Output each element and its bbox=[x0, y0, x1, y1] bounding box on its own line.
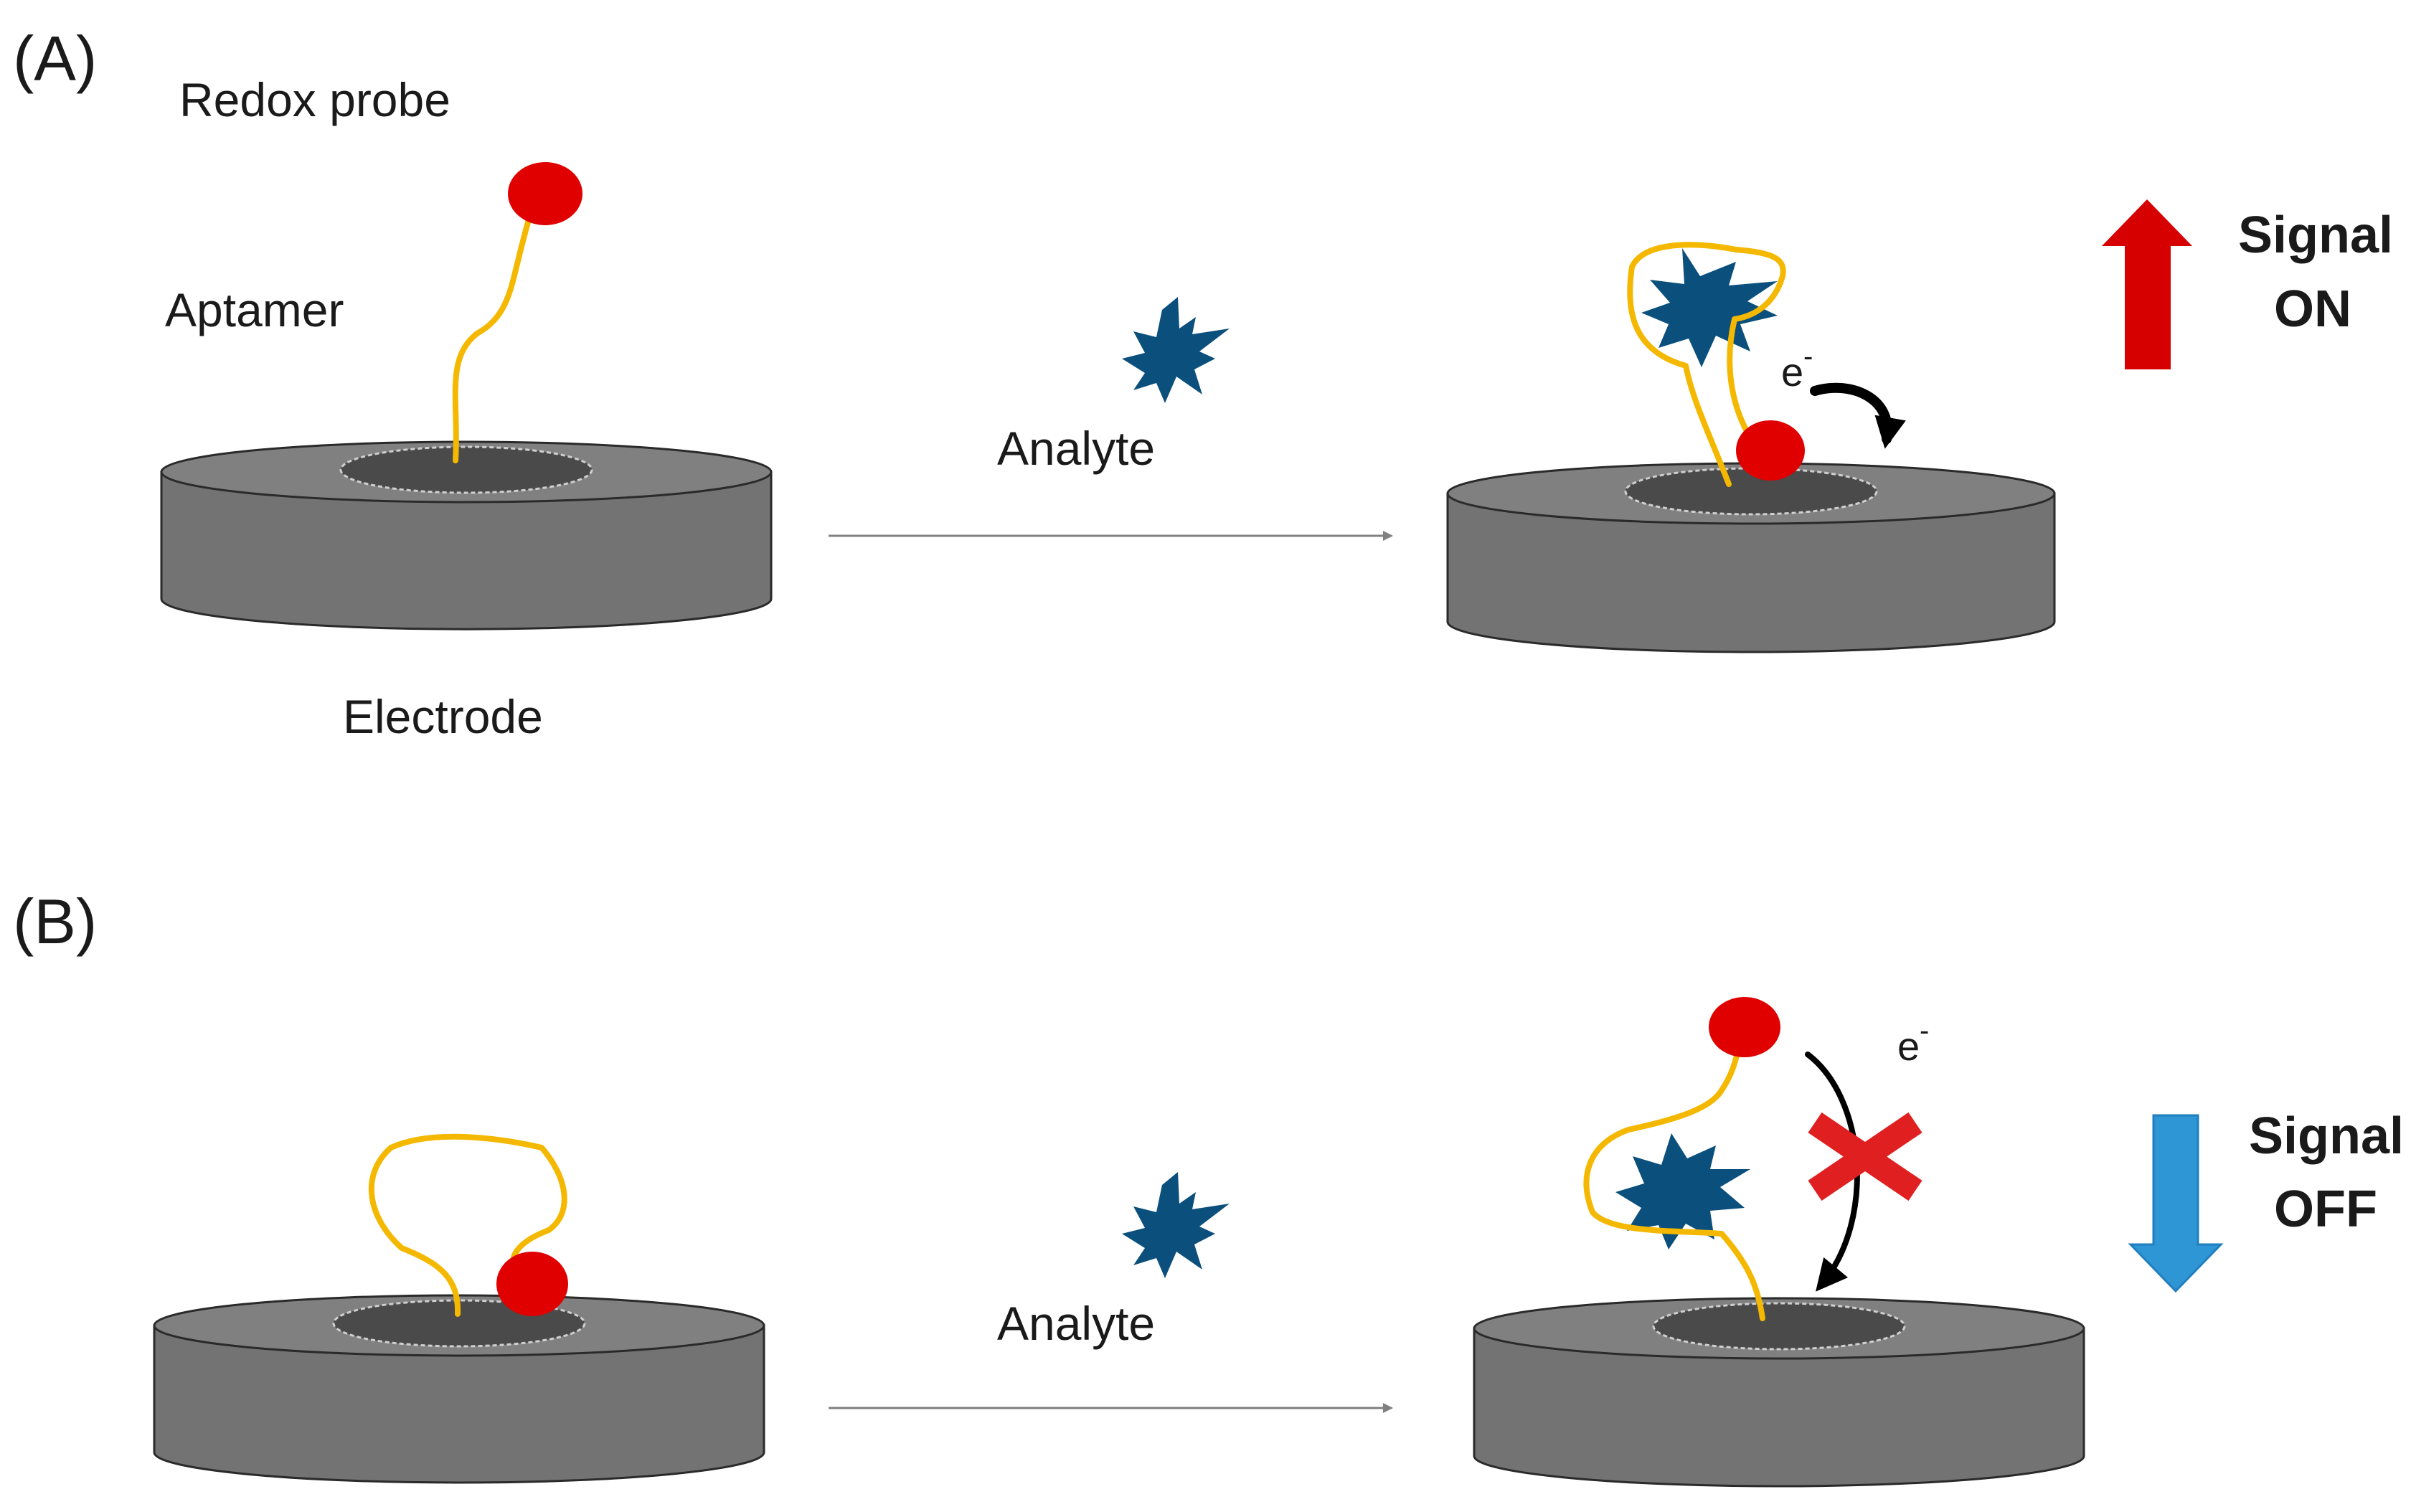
electrode-icon bbox=[153, 1294, 765, 1484]
redox-probe-icon bbox=[1736, 420, 1805, 481]
analyte-star-icon bbox=[1122, 1172, 1230, 1278]
signal-on-line2: ON bbox=[2274, 280, 2351, 338]
redox-probe-label: Redox probe bbox=[179, 73, 450, 126]
electrode-icon bbox=[1473, 1297, 2085, 1488]
panel-b-label: (B) bbox=[13, 886, 97, 957]
aptamer-label: Aptamer bbox=[165, 283, 344, 336]
electron-superscript: - bbox=[1803, 341, 1813, 372]
signal-off-line2: OFF bbox=[2274, 1181, 2377, 1238]
analyte-star-icon bbox=[1615, 1133, 1750, 1249]
electron-label: e bbox=[1897, 1024, 1920, 1069]
analyte-label: Analyte bbox=[997, 422, 1155, 475]
electrode-icon bbox=[160, 440, 773, 630]
analyte-star-icon bbox=[1641, 248, 1778, 367]
electron-transfer-arrow-icon bbox=[1810, 382, 1906, 449]
electrode-icon bbox=[1446, 462, 2056, 653]
redox-probe-icon bbox=[508, 162, 582, 225]
aptamer-icon bbox=[1627, 242, 1786, 487]
redox-probe-icon bbox=[496, 1252, 568, 1316]
electron-label: e bbox=[1781, 349, 1803, 394]
blocked-x-icon bbox=[1808, 1112, 1922, 1201]
analyte-star-icon bbox=[1122, 297, 1230, 403]
aptamer-icon bbox=[368, 1133, 567, 1317]
electron-superscript: - bbox=[1920, 1015, 1929, 1046]
signal-up-arrow-icon bbox=[2102, 199, 2192, 369]
aptamer-icon bbox=[1583, 1030, 1765, 1321]
electrode-label: Electrode bbox=[343, 690, 543, 743]
panel-a-label: (A) bbox=[13, 23, 97, 94]
aptamer-icon bbox=[452, 191, 539, 463]
analyte-label: Analyte bbox=[997, 1297, 1155, 1350]
signal-off-line1: Signal bbox=[2249, 1107, 2404, 1165]
signal-down-arrow-icon bbox=[2128, 1114, 2224, 1293]
redox-probe-icon bbox=[1709, 997, 1780, 1057]
signal-on-line1: Signal bbox=[2238, 207, 2393, 264]
